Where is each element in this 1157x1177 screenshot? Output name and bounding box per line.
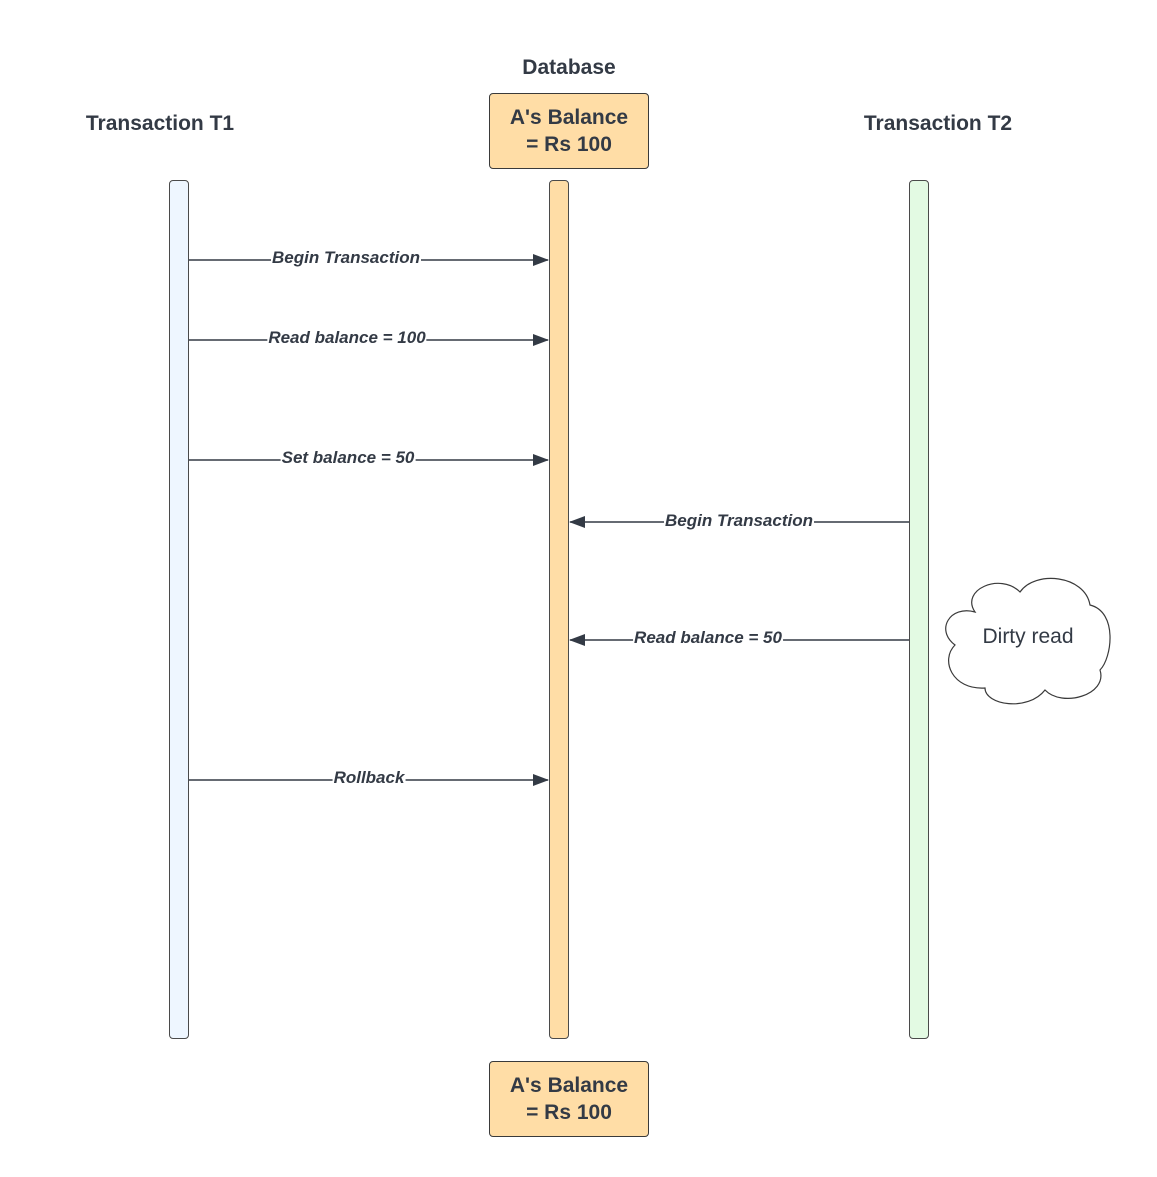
db-state-bottom-box: A's Balance = Rs 100 <box>489 1061 649 1137</box>
message-label-6: Rollback <box>332 768 406 788</box>
message-label-1: Begin Transaction <box>271 248 421 268</box>
actor-title-t1: Transaction T1 <box>85 112 235 135</box>
db-state-bottom-line1: A's Balance <box>509 1074 629 1097</box>
message-label-3: Set balance = 50 <box>280 448 416 468</box>
message-label-4: Begin Transaction <box>664 511 814 531</box>
db-state-top-line2: = Rs 100 <box>526 133 612 156</box>
dirty-read-label: Dirty read <box>982 625 1074 648</box>
actor-title-t2: Transaction T2 <box>863 112 1013 135</box>
db-state-top-line1: A's Balance <box>509 106 629 129</box>
lifeline-t1 <box>169 180 189 1039</box>
lifeline-t2 <box>909 180 929 1039</box>
lifeline-database <box>549 180 569 1039</box>
message-label-5: Read balance = 50 <box>633 628 783 648</box>
dirty-read-cloud <box>945 577 1111 705</box>
message-label-2: Read balance = 100 <box>267 328 427 348</box>
actor-title-database: Database <box>522 56 616 79</box>
db-state-bottom-line2: = Rs 100 <box>526 1101 612 1124</box>
db-state-top-box: A's Balance = Rs 100 <box>489 93 649 169</box>
